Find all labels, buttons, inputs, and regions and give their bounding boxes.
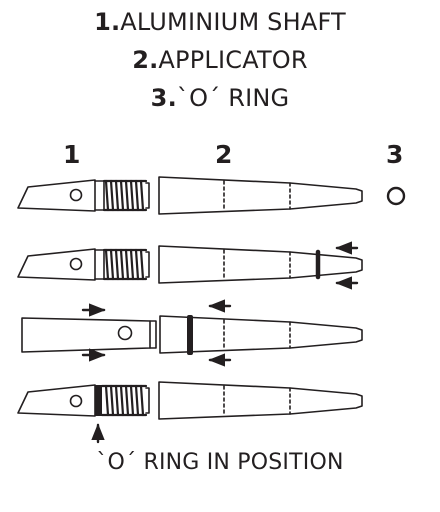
legend-number: 1.: [94, 8, 121, 36]
legend-label: `O´ RING: [176, 84, 290, 112]
legend-label: ALUMINIUM SHAFT: [120, 8, 346, 36]
legend-label: APPLICATOR: [158, 46, 308, 74]
step-1-parts: [17, 176, 406, 215]
legend-item-3: 3.`O´ RING: [0, 80, 440, 116]
aluminium-shaft: [17, 179, 150, 212]
legend-item-1: 1.ALUMINIUM SHAFT: [0, 4, 440, 40]
o-ring: [386, 186, 406, 206]
applicator: [159, 315, 363, 354]
legend-number: 2.: [132, 46, 159, 74]
legend-item-2: 2.APPLICATOR: [0, 42, 440, 78]
o-ring: [187, 315, 193, 355]
aluminium-shaft: [21, 317, 157, 353]
column-label-2: 2: [215, 140, 233, 169]
step-4-parts: [17, 381, 363, 444]
aluminium-shaft: [17, 248, 150, 281]
column-label-1: 1: [63, 140, 81, 169]
shaft-thread: [102, 179, 148, 212]
o-ring: [95, 385, 102, 416]
caption: `O´ RING IN POSITION: [96, 450, 344, 475]
legend-number: 3.: [150, 84, 177, 112]
shaft-hole: [69, 188, 83, 202]
applicator: [158, 176, 363, 215]
applicator: [158, 381, 363, 420]
step-2-parts: [17, 241, 363, 290]
applicator: [158, 245, 363, 284]
aluminium-shaft: [17, 384, 150, 417]
column-label-3: 3: [386, 140, 404, 169]
step-3-parts: [21, 299, 363, 367]
